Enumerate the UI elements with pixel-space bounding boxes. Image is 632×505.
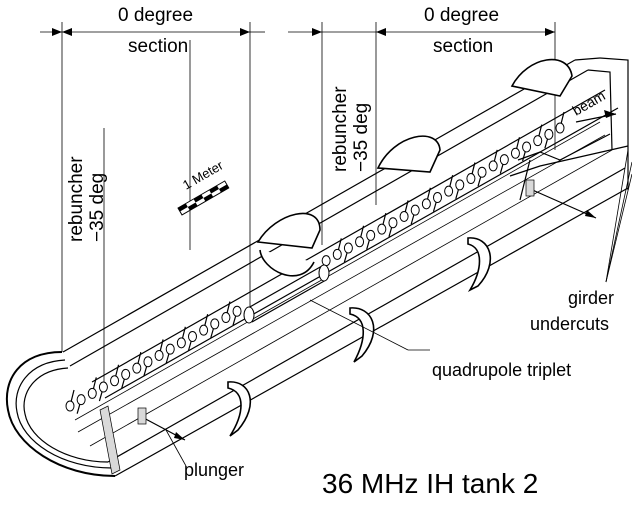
drift-tube xyxy=(388,217,398,229)
plunger-label: plunger xyxy=(184,460,244,480)
drift-tube xyxy=(555,122,565,134)
drift-tube xyxy=(143,356,153,368)
scale-bar: 1 Meter xyxy=(177,157,230,216)
drift-tube xyxy=(176,337,186,349)
drift-tube xyxy=(366,229,376,241)
drift-tube xyxy=(221,312,231,324)
drift-tube xyxy=(444,185,454,197)
reference-lines xyxy=(61,22,556,390)
front-end-cap xyxy=(5,351,121,477)
drift-tube xyxy=(210,318,220,330)
quadrupole-label: quadrupole triplet xyxy=(432,360,571,380)
leader-lines xyxy=(165,149,632,467)
girder-label-line2: undercuts xyxy=(530,314,609,334)
diagram-title: 36 MHz IH tank 2 xyxy=(322,468,538,499)
section-dimension-right: 0 degree section xyxy=(288,5,555,57)
section-left-line1: 0 degree xyxy=(118,5,193,26)
drift-tube xyxy=(410,204,420,216)
plunger-left xyxy=(137,407,186,441)
drift-tube xyxy=(343,242,353,254)
drift-tube xyxy=(399,210,409,222)
drift-tube xyxy=(488,160,498,172)
rebuncher-right-label: rebuncher −35 deg xyxy=(330,86,372,172)
drift-tube xyxy=(377,223,387,235)
drift-tube xyxy=(355,236,365,248)
quadrupole-triplet-body xyxy=(243,264,330,324)
drift-tube xyxy=(544,128,554,140)
section-dimension-left: 0 degree section xyxy=(40,5,265,57)
beam-arrow: beam xyxy=(570,87,617,123)
drift-tube xyxy=(466,173,476,185)
drift-tube xyxy=(154,349,164,361)
beam-label: beam xyxy=(570,87,608,118)
drift-tube xyxy=(477,166,487,178)
svg-text:rebuncher: rebuncher xyxy=(330,86,351,172)
drift-tube xyxy=(510,147,520,159)
drift-tube xyxy=(433,192,442,203)
section-right-line2: section xyxy=(433,36,493,57)
drift-tube xyxy=(188,331,197,342)
drift-tube xyxy=(199,324,209,336)
drift-tube xyxy=(321,255,331,267)
section-right-line1: 0 degree xyxy=(424,5,499,26)
drift-tube xyxy=(232,305,242,317)
tank-ribs xyxy=(227,58,573,437)
drift-tube xyxy=(533,135,543,147)
girder-detail xyxy=(509,133,629,201)
drift-tube xyxy=(110,375,120,387)
svg-text:rebuncher: rebuncher xyxy=(66,156,87,242)
svg-text:−35 deg: −35 deg xyxy=(87,173,108,242)
drift-tube xyxy=(65,400,75,412)
drift-tube xyxy=(421,198,431,210)
drift-tube xyxy=(165,343,175,355)
drift-tube xyxy=(76,394,86,406)
drift-tube xyxy=(332,248,342,260)
svg-text:−35 deg: −35 deg xyxy=(351,103,372,172)
girder-label-line1: girder xyxy=(568,288,614,308)
plunger-right xyxy=(525,179,597,219)
drift-tube xyxy=(121,368,131,380)
drift-tube xyxy=(522,141,532,153)
drift-tube xyxy=(87,387,97,399)
drift-tube xyxy=(499,154,509,166)
rebuncher-left-label: rebuncher −35 deg xyxy=(66,156,108,242)
drift-tube xyxy=(132,362,142,374)
drift-tube xyxy=(455,179,465,191)
section-left-line2: section xyxy=(128,36,188,57)
drift-tube-structure xyxy=(65,111,565,414)
drift-tube xyxy=(98,381,108,393)
